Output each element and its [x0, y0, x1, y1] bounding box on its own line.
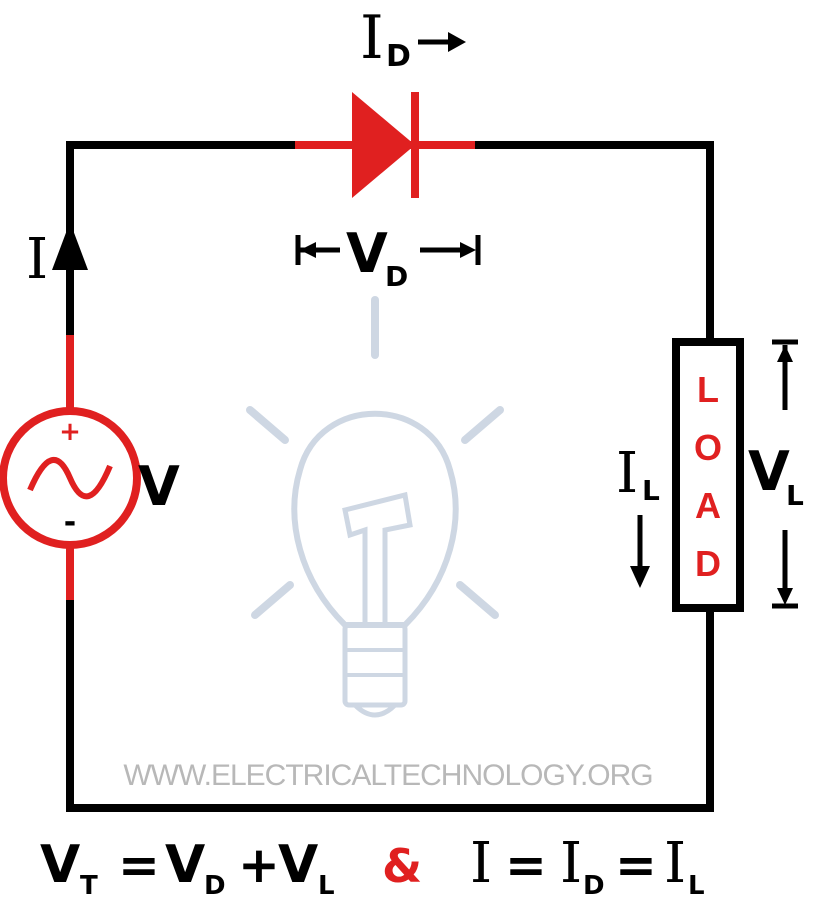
load-current-subscript: L [642, 474, 660, 507]
light-bulb-icon [246, 296, 504, 718]
equation-term-2: V [278, 835, 318, 895]
equation-term-1-subscript: D [204, 871, 226, 901]
equation-current-load-subscript: L [688, 871, 705, 901]
equation-lhs: V [40, 835, 80, 895]
equation-term-2-subscript: L [318, 871, 335, 901]
equation-ampersand: & [382, 839, 422, 893]
diode-voltage-label: V [346, 222, 388, 285]
load-voltage-dimension [772, 339, 798, 609]
diode-voltage-subscript: D [385, 260, 408, 293]
equation-lhs-subscript: T [80, 871, 98, 901]
diode-symbol [352, 92, 419, 198]
source-current-arrow-icon [52, 222, 88, 270]
load-voltage-subscript: L [786, 479, 804, 512]
equation-term-1: V [165, 835, 205, 895]
equation-equals-3: = [615, 836, 657, 894]
diode-current-subscript: D [386, 39, 411, 74]
diode-current-label: I [360, 3, 384, 73]
load-letter-2: O [694, 427, 722, 468]
accent-wires [66, 141, 475, 600]
diode-voltage-dimension [295, 235, 481, 265]
source-minus-sign: - [64, 505, 76, 540]
load-letter-3: A [695, 485, 721, 526]
load-voltage-label: V [748, 440, 790, 503]
equation-current-diode-subscript: D [583, 871, 605, 901]
source-plus-sign: + [59, 417, 81, 447]
equation-current-diode: I [560, 831, 582, 896]
equation-current-total: I [470, 831, 492, 896]
source-current-label: I [26, 227, 48, 292]
circuit-equation: V T = V D + V L & I = I D = I L [40, 831, 705, 901]
load-current-arrow-icon [630, 515, 650, 588]
equation-equals-1: = [118, 836, 160, 894]
ac-source-symbol [0, 407, 141, 549]
equation-current-load: I [664, 831, 686, 896]
equation-plus: + [238, 836, 280, 894]
load-current-label: I [616, 441, 638, 506]
watermark-text: WWW.ELECTRICALTECHNOLOGY.ORG [123, 759, 652, 792]
equation-equals-2: = [505, 836, 547, 894]
load-letter-1: L [697, 369, 719, 410]
diode-current-arrow-icon [418, 32, 466, 52]
load-box [672, 338, 744, 612]
load-letter-4: D [695, 543, 721, 584]
source-voltage-label: V [138, 455, 180, 518]
